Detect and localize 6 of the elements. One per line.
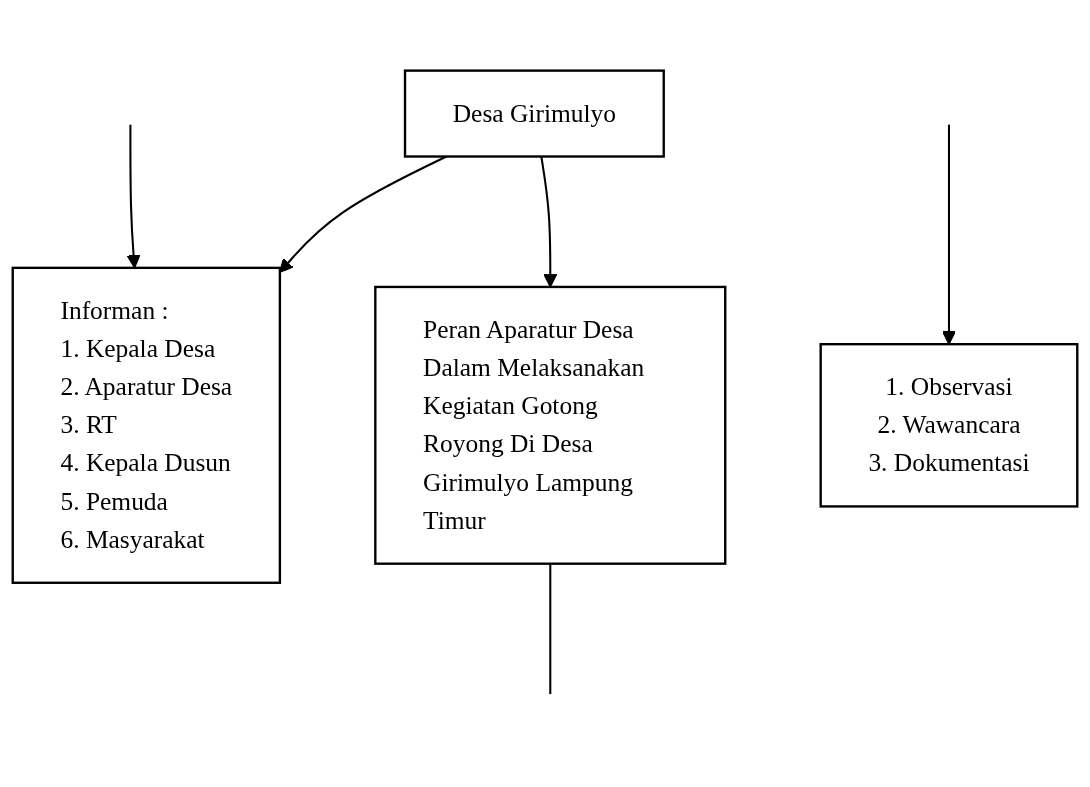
node-box bbox=[403, 69, 665, 158]
node-box bbox=[819, 343, 1079, 508]
arrow bbox=[942, 124, 956, 345]
node-box bbox=[374, 285, 727, 565]
node-box bbox=[11, 266, 282, 584]
connector bbox=[549, 563, 552, 695]
